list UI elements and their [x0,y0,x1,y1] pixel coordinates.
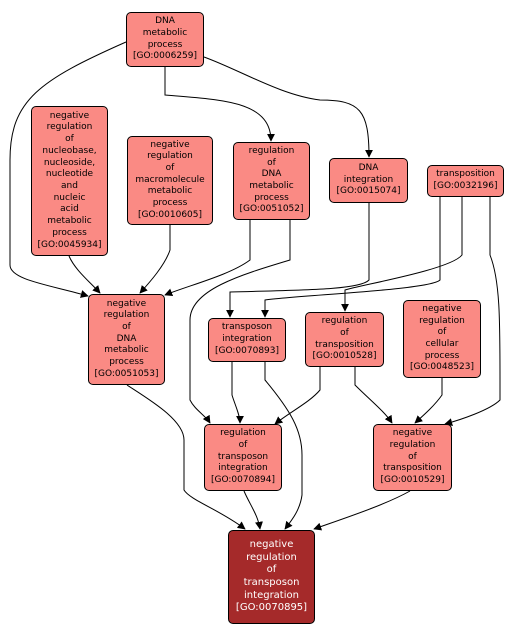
node-negative-regulation-cellular-process[interactable]: negative regulation of cellular process … [403,300,481,378]
edge-arrow [203,56,373,158]
edge-arrow [164,67,275,142]
node-label: negative regulation of cellular process … [409,303,475,373]
edge-arrow [68,255,101,294]
node-label: negative regulation of nucleobase, nucle… [37,110,102,250]
node-negative-regulation-dna-metabolic-process[interactable]: negative regulation of DNA metabolic pro… [88,294,165,385]
node-negative-regulation-macromolecule-metabolic-process[interactable]: negative regulation of macromolecule met… [127,136,213,225]
node-label: negative regulation of macromolecule met… [135,139,205,220]
edge-arrow [274,367,321,425]
node-label: transposition [GO:0032196] [433,169,498,191]
node-dna-integration[interactable]: DNA integration [GO:0015074] [329,158,408,203]
edge-arrow [243,490,263,530]
node-negative-regulation-nucleobase-metabolic-process[interactable]: negative regulation of nucleobase, nucle… [31,106,108,256]
node-transposon-integration[interactable]: transposon integration [GO:0070893] [208,318,286,362]
node-regulation-transposon-integration[interactable]: regulation of transposon integration [GO… [204,424,282,491]
edge-arrow [341,197,463,312]
edge-arrow [313,490,411,531]
node-label: DNA integration [GO:0015074] [336,162,401,197]
node-regulation-of-transposition[interactable]: regulation of transposition [GO:0010528] [305,312,384,367]
node-dna-metabolic-process[interactable]: DNA metabolic process [GO:0006259] [126,12,204,67]
node-label: negative regulation of transposon integr… [235,539,308,614]
node-label: transposon integration [GO:0070893] [214,322,280,356]
edge-arrow [261,197,441,318]
edge-arrow [414,378,443,424]
edge-arrow [126,384,246,530]
edge-arrow [444,197,501,427]
edge-arrow [9,41,127,298]
node-label: regulation of transposition [GO:0010528] [312,316,377,362]
node-negative-regulation-of-transposition[interactable]: negative regulation of transposition [GO… [373,424,452,491]
node-label: negative regulation of transposition [GO… [380,428,445,486]
edge-arrow [264,362,303,530]
node-label: DNA metabolic process [GO:0006259] [132,16,198,62]
node-label: regulation of transposon integration [GO… [210,428,276,486]
node-label: regulation of DNA metabolic process [GO:… [239,145,304,215]
edge-arrow [139,225,171,294]
node-label: negative regulation of DNA metabolic pro… [94,298,159,379]
node-transposition[interactable]: transposition [GO:0032196] [427,165,504,197]
node-regulation-dna-metabolic-process[interactable]: regulation of DNA metabolic process [GO:… [233,142,310,220]
edge-arrow [354,367,393,424]
node-negative-regulation-transposon-integration[interactable]: negative regulation of transposon integr… [228,530,315,624]
edge-arrow [189,220,291,424]
edge-arrow [231,362,244,424]
edge-arrow [164,220,251,297]
edge-arrow [226,203,370,318]
